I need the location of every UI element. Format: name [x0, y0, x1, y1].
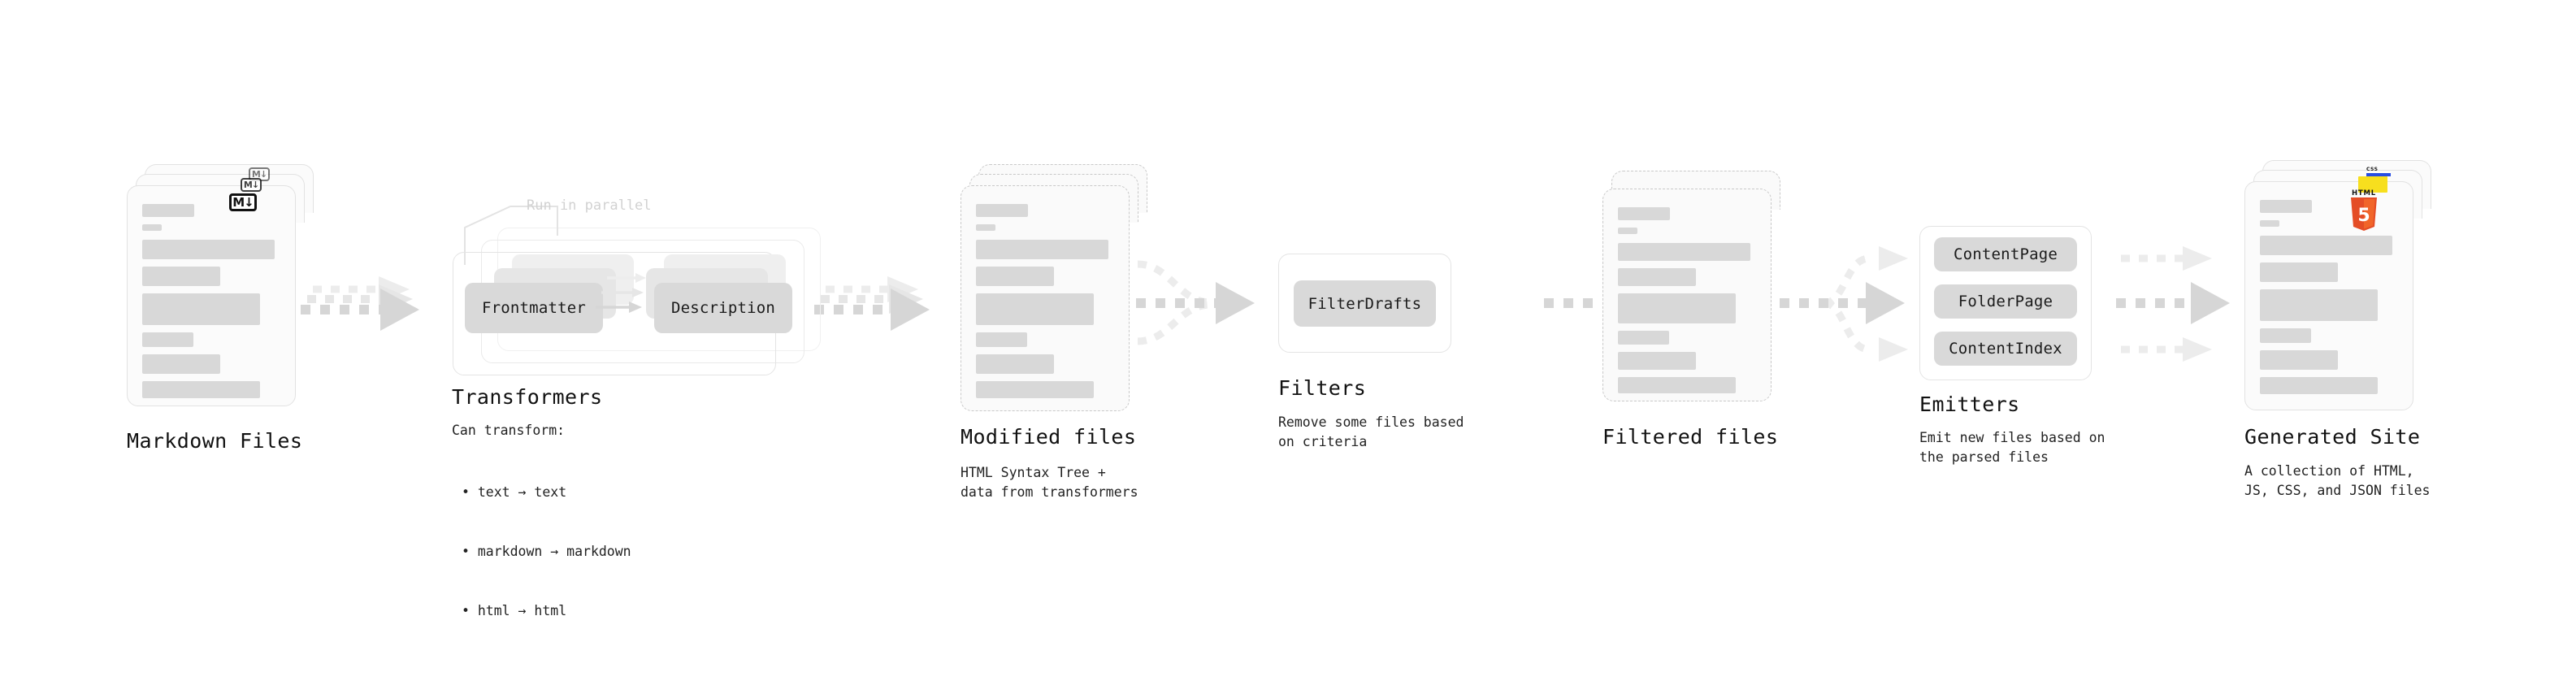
arrow-modified-to-filters	[1136, 260, 1255, 345]
arrow-transformers-to-modified	[814, 276, 930, 331]
markdown-icon-arrow: ↓	[244, 194, 254, 210]
run-in-parallel-label: Run in parallel	[527, 197, 652, 214]
generated-site-sub: A collection of HTML, JS, CSS, and JSON …	[2244, 463, 2431, 499]
html5-icon: HTML 5	[2348, 190, 2379, 233]
transformer-node-description[interactable]: Description	[654, 283, 792, 333]
filtered-card-content	[1618, 207, 1756, 401]
html5-icon-digit: 5	[2357, 206, 2370, 226]
markdown-icon-arrow: ↓	[251, 180, 259, 190]
markdown-files-card-stack: M↓ M↓ M↓	[127, 164, 314, 408]
filter-node-filterdrafts[interactable]: FilterDrafts	[1294, 280, 1436, 327]
transformers-sub: Can transform:	[452, 423, 566, 438]
stage-heading-transformers: Transformers	[452, 385, 603, 409]
filtered-card-front	[1602, 189, 1772, 401]
css3-icon-label: CSS	[2366, 167, 2379, 172]
javascript-icon	[2358, 176, 2387, 193]
run-in-parallel-leader	[464, 206, 558, 265]
markdown-icon-arrow: ↓	[259, 169, 267, 180]
arrow-markdown-to-transformers	[301, 276, 419, 331]
markdown-icon-middle: M↓	[241, 178, 262, 192]
site-card-front-html	[2244, 181, 2413, 410]
transformer-node-frontmatter[interactable]: Frontmatter	[465, 283, 603, 333]
html5-icon-word: HTML	[2352, 189, 2376, 197]
emitter-node-folderpage[interactable]: FolderPage	[1934, 284, 2077, 319]
transformers-bullet-2: • html → html	[462, 603, 567, 619]
site-card-content	[2260, 200, 2398, 401]
transformers-bullet-list: • text → text • markdown → markdown • ht…	[462, 443, 631, 661]
filters-sub: Remove some files based on criteria	[1278, 414, 1464, 450]
markdown-icon-letter: M	[251, 169, 261, 180]
emitters-sub: Emit new files based on the parsed files	[1919, 430, 2105, 466]
css3-icon: CSS	[2366, 167, 2391, 176]
stage-heading-emitters: Emitters	[1919, 393, 2020, 416]
markdown-card-content	[142, 204, 280, 406]
stage-heading-modified-files: Modified files	[961, 425, 1137, 449]
stage-heading-markdown-files: Markdown Files	[127, 429, 303, 453]
arrow-filtered-to-emitters	[1780, 246, 1908, 362]
markdown-card-front	[127, 185, 296, 406]
markdown-icon-front: M↓	[229, 193, 257, 211]
emitter-node-contentindex[interactable]: ContentIndex	[1934, 332, 2077, 366]
modified-files-card-stack	[961, 164, 1147, 411]
modified-card-content	[976, 204, 1114, 406]
html5-icon-shield: 5	[2351, 197, 2377, 231]
stage-heading-filters: Filters	[1278, 376, 1367, 400]
generated-site-card-stack: CSS HTML 5	[2244, 160, 2431, 412]
stage-heading-filtered-files: Filtered files	[1602, 425, 1779, 449]
modified-card-front	[961, 185, 1130, 411]
stage-heading-generated-site: Generated Site	[2244, 425, 2421, 449]
emitters-group-box	[1919, 226, 2092, 380]
modified-files-sub: HTML Syntax Tree + data from transformer…	[961, 465, 1138, 501]
filtered-files-card-stack	[1602, 171, 1780, 414]
arrow-emitters-to-site	[2116, 246, 2230, 362]
transformers-bullet-0: • text → text	[462, 484, 567, 500]
markdown-icon-letter: M	[243, 180, 253, 190]
markdown-icon-letter: M	[232, 194, 245, 210]
emitter-node-contentpage[interactable]: ContentPage	[1934, 237, 2077, 271]
transformers-bullet-1: • markdown → markdown	[462, 544, 631, 560]
transformers-inner-arrows	[596, 273, 646, 313]
filters-group-box	[1278, 254, 1451, 353]
